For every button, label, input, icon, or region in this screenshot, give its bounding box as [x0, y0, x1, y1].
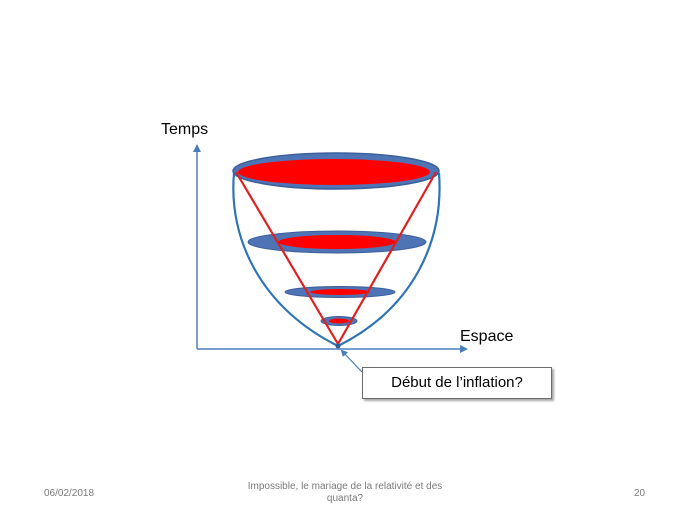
origin-point [335, 343, 341, 349]
inflation-callout-box: Début de l’inflation? [362, 367, 552, 399]
space-slice-bottom-inner [329, 318, 349, 324]
callout-pointer [340, 349, 363, 373]
light-cone-right [337, 171, 437, 345]
space-slice-middle-inner [278, 235, 396, 249]
light-cone-left [235, 171, 339, 345]
space-slice-lower-inner [310, 289, 370, 295]
footer-date: 06/02/2018 [44, 488, 95, 499]
expansion-envelope-left [232, 172, 339, 347]
space-slice-top-inner [238, 159, 430, 185]
time-axis-label: Temps [161, 121, 209, 138]
footer-title: Impossible, le mariage de la relativité … [247, 481, 443, 504]
space-axis-label: Espace [460, 328, 514, 345]
expansion-envelope-right [337, 172, 441, 347]
footer-page-number: 20 [634, 488, 646, 499]
